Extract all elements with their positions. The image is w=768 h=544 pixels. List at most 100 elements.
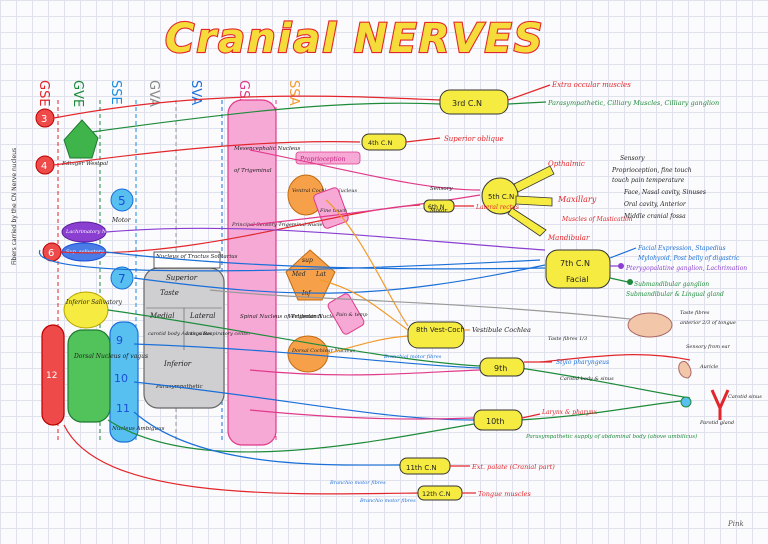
- n12-label: 12: [46, 371, 57, 381]
- gsa-labels: Mesencephalic Nucleus of Trigeminal Prin…: [231, 146, 329, 320]
- prop-label: Proprioception: [299, 156, 345, 163]
- extraocular-label: Extra occular muscles: [551, 81, 631, 89]
- svg-text:carotid body Aortic sinus: carotid body Aortic sinus: [148, 331, 212, 337]
- dorsal-label: Dorsal Nucleus of vagus: [73, 353, 148, 360]
- larynx-label: Larynx & pharynx: [541, 409, 598, 416]
- opth-label: Opthalmic: [548, 160, 585, 168]
- tongue-label: Tongue muscles: [478, 490, 531, 498]
- svg-text:Lungs Respiratory center: Lungs Respiratory center: [185, 331, 251, 337]
- svg-text:Middle cranial fossa: Middle cranial fossa: [623, 213, 686, 220]
- cn5-label: 5th C.N: [488, 193, 514, 201]
- svg-text:Mylohyoid, Post belly of digas: Mylohyoid, Post belly of digastric: [637, 255, 740, 262]
- svg-text:Medial: Medial: [149, 312, 174, 320]
- svg-text:Taste: Taste: [160, 289, 179, 297]
- finetouch-tag: [313, 187, 349, 229]
- col-ssa: SSA: [286, 80, 301, 106]
- carotidsinus-label: Carotid sinus: [728, 394, 762, 400]
- signature: Pink: [727, 520, 744, 528]
- bm11-label: Branchio motor fibres: [329, 480, 386, 486]
- n3-label: 3: [41, 114, 47, 125]
- cn9-label: 9th: [494, 364, 507, 373]
- pterygo-ganglion-icon: [618, 263, 624, 269]
- parasymp3-label: Parasympathetic, Cilliary Muscles, Cilli…: [547, 99, 719, 107]
- stylo-label: Stylo pharyngeus: [556, 359, 609, 366]
- supsal-label: Sup. salivatory nucleus: [66, 249, 125, 255]
- col-gva: GVA: [146, 80, 161, 107]
- svg-text:Face, Nasal cavity, Sinuses: Face, Nasal cavity, Sinuses: [623, 189, 706, 196]
- svg-text:sup: sup: [302, 257, 313, 264]
- output-arrows: [405, 84, 637, 494]
- col-sva: SVA: [188, 80, 203, 105]
- col-gve: GVE: [70, 80, 85, 107]
- cn7-label: 7th C.N: [560, 259, 590, 268]
- cn12-label: 12th C.N: [422, 490, 451, 498]
- tongue-icon: [627, 312, 673, 338]
- svg-text:Pterygopalatine ganglion, Lach: Pterygopalatine ganglion, Lachrimation: [625, 265, 747, 272]
- n5-label: 5: [118, 194, 126, 208]
- submand-ganglion-icon: [627, 279, 633, 285]
- branchial-label: Branchial motor fibres: [383, 354, 442, 360]
- tastefib2-label: anterior 2/3 of tongue: [680, 320, 736, 326]
- ambiguus-label: Nucleus Ambiguus: [111, 426, 165, 432]
- proprioception-tag: [295, 151, 361, 165]
- svg-text:Med: Med: [291, 271, 306, 278]
- n11-label: 11: [116, 402, 130, 415]
- finetouch-label: Fine touch: [319, 208, 347, 214]
- sensory5-label: Sensory: [430, 186, 453, 192]
- paintemp-label: Pain & temp: [335, 312, 368, 318]
- dorsalcoch-label: Dorsal Cochlear Nucleus: [291, 348, 356, 354]
- ear-icon: [678, 361, 692, 379]
- sse-nuclei: 5 Motor 7 9 10 11: [110, 188, 134, 415]
- svg-text:Oral cavity, Anterior: Oral cavity, Anterior: [624, 201, 687, 208]
- carotidbody-label: Carotid body & sinus: [560, 376, 614, 382]
- connections: [38, 95, 691, 495]
- chordafib-label: Taste fibres 1/3: [548, 336, 587, 342]
- svg-text:Superior: Superior: [166, 274, 198, 282]
- gsa-column: [227, 99, 277, 446]
- cn10-label: 10th: [486, 417, 504, 426]
- svg-text:Lat: Lat: [315, 271, 327, 278]
- svg-text:Lateral: Lateral: [189, 312, 216, 320]
- n6-label: 6: [48, 248, 54, 259]
- edinger-westpal: [63, 119, 99, 159]
- cn6-label: 6th N: [428, 204, 444, 211]
- svg-text:touch pain temperature: touch pain temperature: [612, 177, 685, 184]
- cn8-label: 8th Vest-Coch: [416, 326, 465, 334]
- auricle-label: Auricle: [699, 364, 718, 370]
- ext11-label: Ext. palate (Cranial part): [471, 463, 555, 471]
- svg-text:Proprioception, fine touch: Proprioception, fine touch: [611, 167, 692, 174]
- lacrimal-label: Lachrimatory Nucleus: [65, 229, 123, 235]
- svg-text:Facial Expression, Stapedius: Facial Expression, Stapedius: [637, 245, 726, 252]
- mandibular-label: Mandibular: [547, 234, 590, 242]
- n7-label: 7: [118, 272, 126, 286]
- carotid-icon: [710, 389, 730, 420]
- svg-text:Sensory: Sensory: [620, 155, 645, 162]
- sensory-list: Sensory Proprioception, fine touch touch…: [611, 155, 706, 220]
- vestnuc-label: Vestibular Nucleus: [288, 314, 341, 320]
- cn3-label: 3rd C.N: [452, 99, 482, 108]
- svg-text:Submandibular ganglion: Submandibular ganglion: [634, 281, 709, 288]
- svg-text:Submandibular & Lingual gland: Submandibular & Lingual gland: [626, 291, 724, 298]
- solitarius-label: Nucleus of Tractus Solitarius: [155, 254, 238, 260]
- nerve-cylinders: 3rd C.N 4th C.N 5th C.N 6th N 7th C.N Fa…: [361, 89, 611, 501]
- cn11-label: 11th C.N: [406, 464, 437, 472]
- n10-label: 10: [114, 372, 128, 385]
- dorsal-nucleus-vagus: [67, 329, 111, 423]
- svg-text:Inferior: Inferior: [163, 360, 192, 368]
- latrect-label: Lateral rectus: [475, 204, 519, 211]
- output-labels: Extra occular muscles Parasympathetic, C…: [329, 81, 762, 528]
- page-title: Cranial NERVES: [165, 16, 545, 62]
- n4-label: 4: [41, 161, 47, 172]
- gse-nuclei: 3 4 6: [35, 108, 62, 262]
- cn4-label: 4th C.N: [368, 139, 392, 147]
- svg-text:Principal Sensory Trigeminal N: Principal Sensory Trigeminal Nucleus: [231, 222, 329, 228]
- mastication-label: Muscles of Mastication: [561, 216, 633, 223]
- col-sse: SSE: [108, 80, 123, 105]
- svg-text:Mesencephalic Nucleus: Mesencephalic Nucleus: [233, 146, 301, 152]
- maxillary-label: Maxillary: [557, 195, 597, 204]
- infsal-label: Inferior Salivatory: [65, 299, 123, 306]
- parasymp10-label: Parasympathetic supply of abdominal body…: [525, 433, 697, 440]
- tastefib-label: Taste fibres: [680, 310, 710, 316]
- svg-text:of Trigeminal: of Trigeminal: [234, 168, 272, 174]
